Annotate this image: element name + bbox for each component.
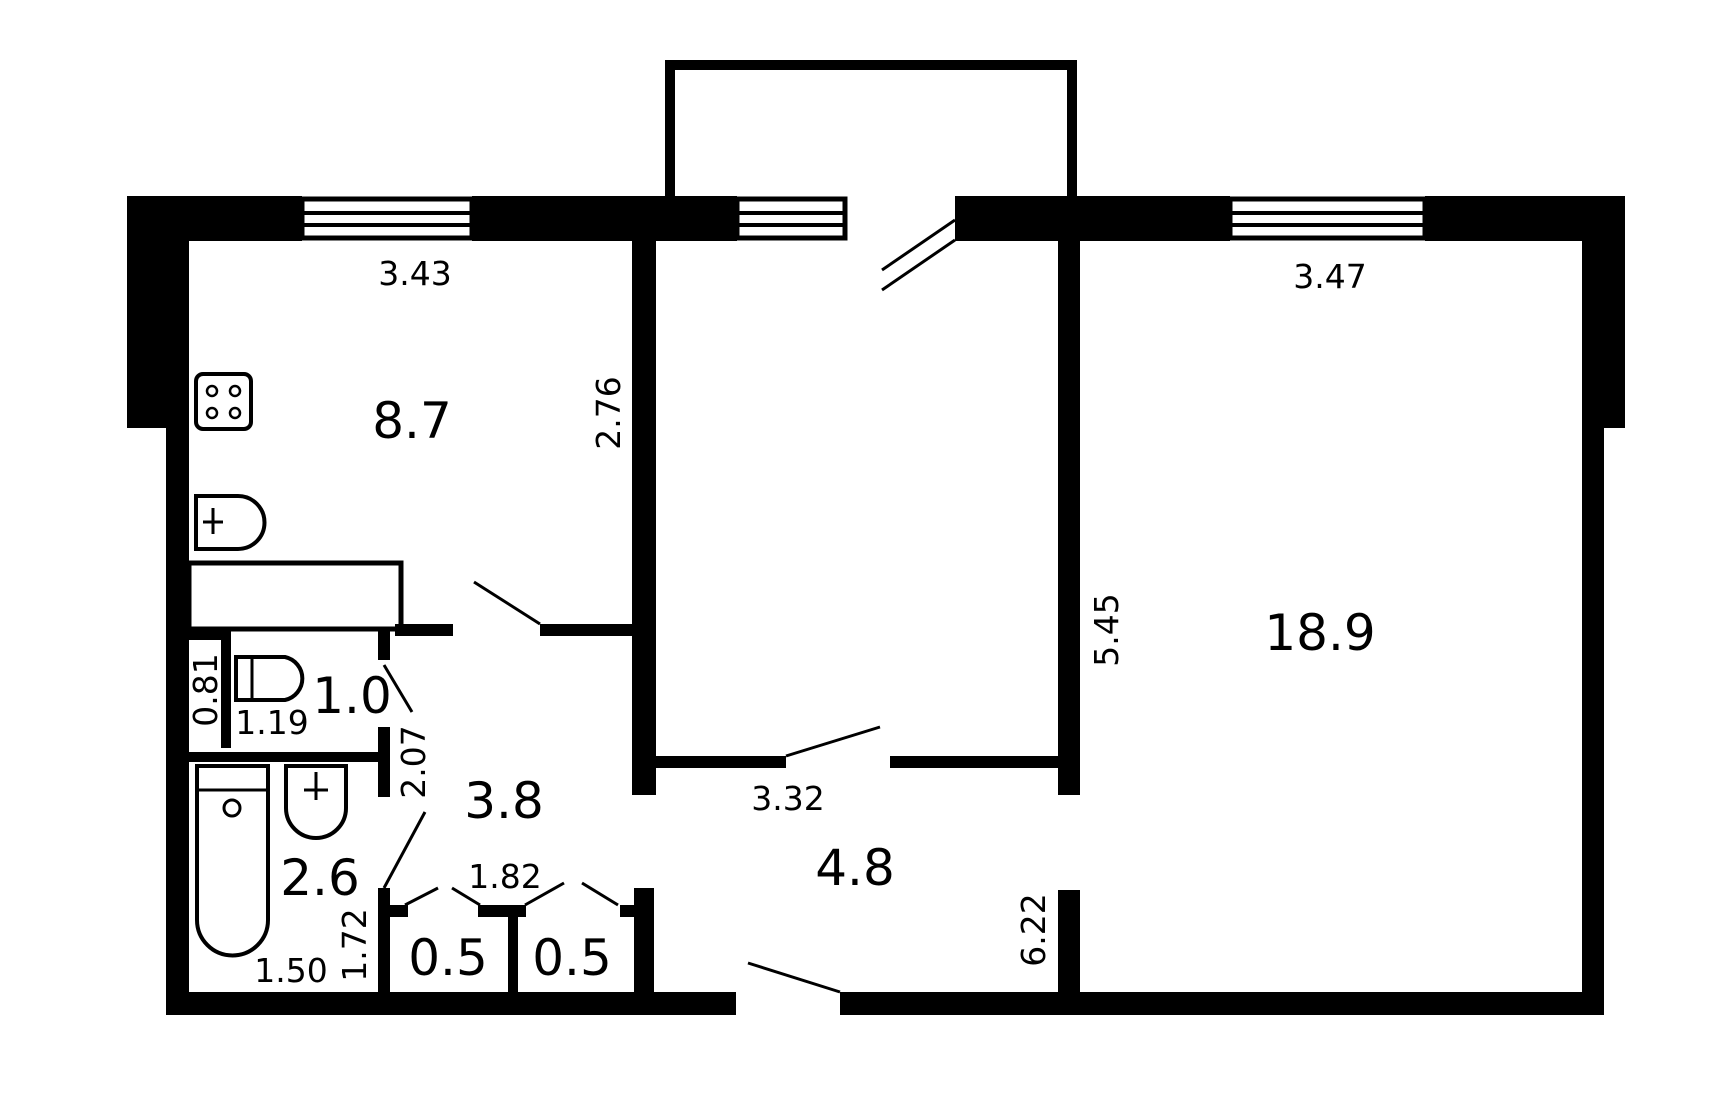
- middle-room-width-label: 3.32: [751, 779, 824, 818]
- toilet-door: [382, 664, 414, 713]
- kitchen-window: [299, 196, 475, 241]
- toilet-depth-label: 0.81: [186, 653, 225, 726]
- bath-door: [382, 811, 427, 889]
- living-depth-label: 5.45: [1087, 593, 1126, 666]
- balcony: [665, 60, 1077, 200]
- corridor-area-label: 4.8: [815, 839, 895, 897]
- closet2-door-b: [581, 881, 619, 907]
- living-area-label: 18.9: [1264, 604, 1375, 662]
- interior-walls: [186, 235, 1080, 1000]
- bath-depth-label: 1.72: [335, 908, 374, 981]
- toilet-icon: [234, 655, 305, 702]
- hall-depth-label: 2.07: [394, 725, 433, 798]
- corridor-length-label: 6.22: [1014, 893, 1053, 966]
- kitchen-depth-label: 2.76: [589, 376, 628, 449]
- bath-width-label: 1.50: [254, 951, 327, 990]
- sink-icon: [194, 494, 267, 551]
- living-window: [1227, 196, 1428, 241]
- closet1-area-label: 0.5: [408, 929, 488, 987]
- toilet-area-label: 1.0: [312, 667, 392, 725]
- kitchen-door: [473, 580, 541, 626]
- doors: [382, 580, 881, 994]
- stove-icon: [194, 372, 253, 431]
- entrance-door: [747, 961, 841, 994]
- balcony-door: [881, 218, 956, 292]
- bathtub-icon: [195, 764, 270, 958]
- windows: [299, 196, 1428, 292]
- closet2-door-a: [524, 881, 565, 907]
- closet1-door-b: [451, 886, 481, 907]
- living-width-label: 3.47: [1293, 257, 1366, 296]
- closet1-door-a: [404, 886, 439, 907]
- washbasin-icon: [284, 764, 348, 840]
- closets-width-label: 1.82: [468, 857, 541, 896]
- middle-room-door: [785, 725, 881, 758]
- outer-walls: [127, 196, 1625, 1015]
- hall-area-label: 3.8: [464, 772, 544, 830]
- kitchen-width-label: 3.43: [378, 254, 451, 293]
- closet2-area-label: 0.5: [532, 929, 612, 987]
- middle-window: [734, 196, 848, 241]
- toilet-width-label: 1.19: [235, 703, 308, 742]
- kitchen-area-label: 8.7: [372, 392, 452, 450]
- bathroom-area-label: 2.6: [280, 849, 360, 907]
